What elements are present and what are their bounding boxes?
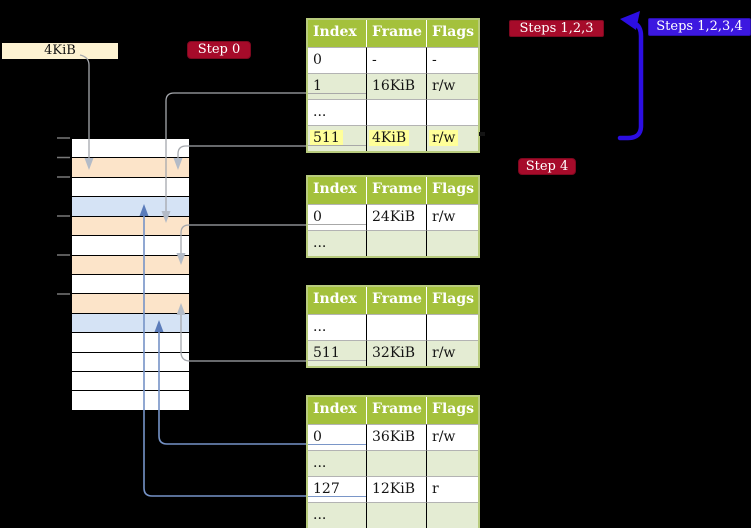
- column-header-index: Index: [308, 397, 367, 424]
- page-table-1-row-1-flags: r/w: [427, 73, 478, 99]
- memory-frame-row-13-white: [72, 391, 189, 410]
- page-size-label: 4KiB: [44, 43, 76, 58]
- memory-frame-row-5-white: [72, 236, 189, 256]
- memory-frame-row-8-orange: [72, 294, 189, 314]
- memory-frame-row-7-white: [72, 274, 189, 295]
- page-table-3-row-1-index: 511: [308, 340, 367, 366]
- loop-arrow-steps: [617, 11, 644, 141]
- column-header-index: Index: [308, 177, 367, 204]
- column-header-index: Index: [308, 287, 367, 314]
- page-table-2-row-1: ...: [308, 230, 478, 256]
- column-header-frame: Frame: [367, 177, 427, 204]
- badge-step-4: Step 4: [518, 158, 576, 175]
- page-table-4-row-0-flags: r/w: [427, 424, 478, 450]
- page-table-3-row-0-flags: [427, 314, 478, 340]
- page-table-3-row-1-frame: 32KiB: [367, 340, 427, 366]
- page-table-4-row-2-flags: r: [427, 476, 478, 502]
- page-table-1-row-2-index: ...: [308, 99, 367, 125]
- column-header-frame: Frame: [367, 287, 427, 314]
- memory-frame-row-3-blue: [72, 197, 189, 217]
- page-table-1-row-2: ...: [308, 99, 478, 125]
- page-table-1-row-1-index: 1: [308, 73, 367, 99]
- page-table-2-row-1-flags: [427, 230, 478, 256]
- column-header-flags: Flags: [432, 291, 474, 307]
- page-table-4-row-0-frame: 36KiB: [367, 424, 427, 450]
- column-header-flags: Flags: [432, 181, 474, 197]
- page-table-4-row-1-frame: [367, 450, 427, 476]
- page-table-1-row-3-flags: r/w: [427, 125, 478, 151]
- badge-step-0: Step 0: [187, 41, 251, 59]
- page-table-1-row-3: 511 4KiB r/w: [308, 125, 478, 151]
- page-table-2-row-0-flags: r/w: [427, 204, 478, 230]
- memory-frame-row-0-white: [72, 139, 189, 159]
- page-table-4-row-1-index: ...: [308, 450, 367, 476]
- page-table-1-row-0-index: 0: [308, 47, 367, 73]
- page-table-4-row-1: ...: [308, 450, 478, 476]
- page-table-1-row-0-frame: -: [367, 47, 427, 73]
- memory-frame-row-1-orange: [72, 158, 189, 178]
- badge-steps-1-2-3-4: Steps 1,2,3,4: [648, 18, 751, 36]
- page-table-3-row-0: ...: [308, 314, 478, 340]
- page-size-label-box: 4KiB: [2, 43, 118, 59]
- page-table-1-row-0-flags: -: [427, 47, 478, 73]
- page-table-4-row-3-index: ...: [308, 502, 367, 528]
- column-header-index: Index: [308, 20, 367, 47]
- memory-frame-row-6-orange: [72, 255, 189, 275]
- memory-frame-row-9-blue: [72, 313, 189, 334]
- page-table-4-row-1-flags: [427, 450, 478, 476]
- badge-steps-1-2-3: Steps 1,2,3: [509, 20, 604, 37]
- memory-tick-marks: [57, 137, 70, 295]
- page-table-1-row-3-frame: 4KiB: [367, 125, 427, 151]
- column-header-flags: Flags: [432, 401, 474, 417]
- memory-frame-row-4-orange: [72, 216, 189, 237]
- page-table-1-row-0: 0--: [308, 47, 478, 73]
- page-table-1-row-1-frame: 16KiB: [367, 73, 427, 99]
- page-table-2-row-0-index: 0: [308, 204, 367, 230]
- page-table-1-row-2-flags: [427, 99, 478, 125]
- memory-frame-row-11-white: [72, 352, 189, 373]
- column-header-frame: Frame: [367, 20, 427, 47]
- page-table-2-row-1-index: ...: [308, 230, 367, 256]
- page-table-2-row-0-frame: 24KiB: [367, 204, 427, 230]
- column-header-flags: Flags: [432, 24, 474, 40]
- column-header-frame: Frame: [367, 397, 427, 424]
- page-table-4-row-2-index: 127: [308, 476, 367, 502]
- highlighted-value: 511: [310, 130, 343, 146]
- page-table-4-row-0-index: 0: [308, 424, 367, 450]
- arrow-table2-row0-to-frame: [180, 224, 306, 253]
- page-table-3-row-0-frame: [367, 314, 427, 340]
- arrow-table3-row511-to-frame: [180, 315, 306, 362]
- highlighted-value: 4KiB: [369, 130, 410, 146]
- memory-frame-row-12-white: [72, 372, 189, 392]
- arrow-table1-row511-to-frame: [177, 145, 306, 158]
- memory-frame-row-10-white: [72, 333, 189, 353]
- page-table-1-row-2-frame: [367, 99, 427, 125]
- highlighted-value: r/w: [429, 130, 459, 146]
- page-table-4-row-3: ...: [308, 502, 478, 528]
- physical-memory-column: [71, 138, 190, 411]
- page-table-4-row-3-frame: [367, 502, 427, 528]
- memory-frame-row-2-white: [72, 177, 189, 198]
- page-table-3-row-0-index: ...: [308, 314, 367, 340]
- page-table-3-row-1-flags: r/w: [427, 340, 478, 366]
- page-table-2-row-1-frame: [367, 230, 427, 256]
- page-table-1-row-3-index: 511: [308, 125, 367, 151]
- page-table-4-row-3-flags: [427, 502, 478, 528]
- page-table-4-row-2-frame: 12KiB: [367, 476, 427, 502]
